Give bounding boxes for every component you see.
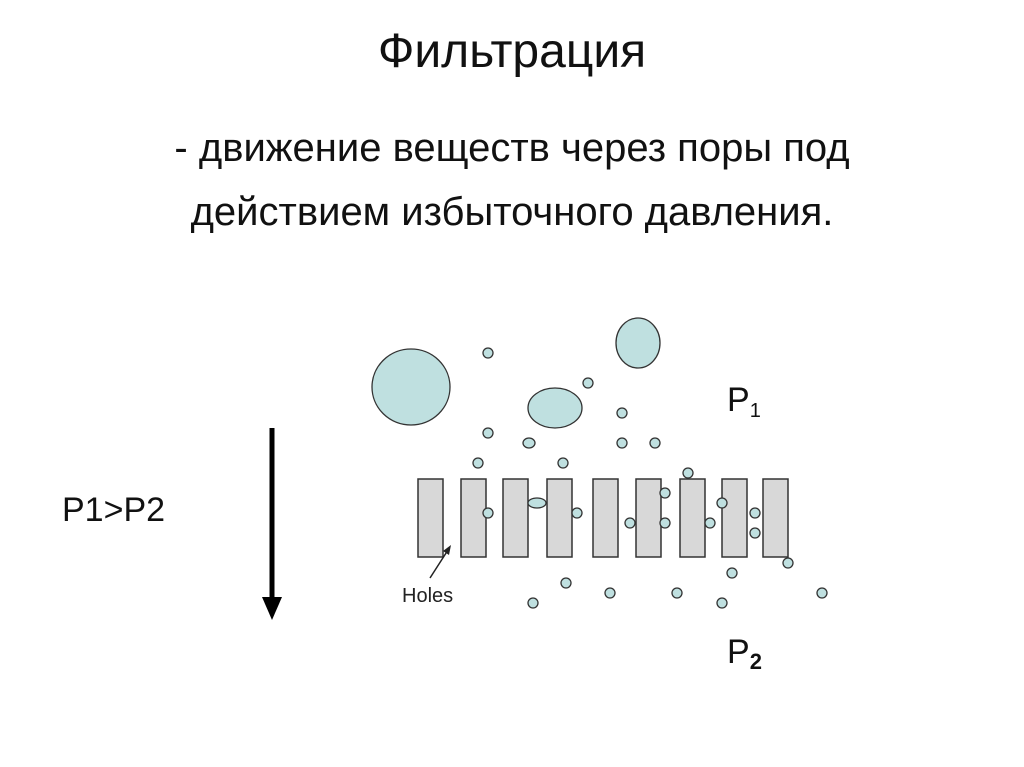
particle bbox=[782, 557, 794, 569]
membrane bbox=[417, 478, 789, 558]
particle bbox=[482, 347, 494, 359]
particle bbox=[582, 377, 594, 389]
downward-arrow-icon bbox=[262, 428, 282, 620]
membrane-bar bbox=[679, 478, 706, 558]
holes-label: Holes bbox=[402, 585, 453, 607]
particle bbox=[616, 437, 628, 449]
holes-pointer-arrowhead bbox=[443, 545, 451, 555]
p2-subscript: 2 bbox=[749, 649, 762, 674]
pressure-comparison: P1>P2 bbox=[62, 491, 166, 529]
particle bbox=[522, 437, 536, 449]
slide-title: Фильтрация bbox=[377, 25, 647, 78]
membrane-bar bbox=[762, 478, 789, 558]
membrane-bar bbox=[592, 478, 619, 558]
holes-pointer: Holes bbox=[402, 545, 453, 607]
membrane-bar bbox=[546, 478, 573, 558]
pressure-p1-label: P1 bbox=[727, 380, 761, 431]
p2-base: P bbox=[727, 633, 750, 671]
membrane-bar bbox=[460, 478, 487, 558]
particle bbox=[482, 427, 494, 439]
particle bbox=[816, 587, 828, 599]
particle bbox=[682, 467, 694, 479]
particle bbox=[527, 497, 547, 509]
particle bbox=[527, 387, 583, 429]
particle bbox=[749, 527, 761, 539]
particle bbox=[716, 497, 728, 509]
particle bbox=[649, 437, 661, 449]
particle bbox=[716, 597, 728, 609]
particle bbox=[615, 317, 661, 369]
particles bbox=[371, 317, 828, 609]
membrane-bar bbox=[417, 478, 444, 558]
membrane-bar bbox=[635, 478, 662, 558]
membrane-bar bbox=[502, 478, 529, 558]
membrane-bar bbox=[721, 478, 748, 558]
definition-line-2: действием избыточного давления. bbox=[190, 190, 834, 234]
p1-subscript: 1 bbox=[749, 400, 761, 422]
particle bbox=[472, 457, 484, 469]
particle bbox=[604, 587, 616, 599]
holes-pointer-line bbox=[429, 549, 449, 579]
particle bbox=[659, 517, 671, 529]
particle bbox=[482, 507, 494, 519]
particle bbox=[749, 507, 761, 519]
particle bbox=[671, 587, 683, 599]
particle bbox=[704, 517, 716, 529]
p1-base: P bbox=[727, 381, 750, 419]
particle bbox=[557, 457, 569, 469]
particle bbox=[726, 567, 738, 579]
particle bbox=[616, 407, 628, 419]
particle bbox=[624, 517, 636, 529]
particle bbox=[560, 577, 572, 589]
particle bbox=[371, 348, 451, 426]
particle bbox=[571, 507, 583, 519]
pressure-p2-label: P2 bbox=[727, 632, 762, 682]
arrow-head bbox=[262, 597, 282, 620]
particle bbox=[527, 597, 539, 609]
definition-line-1: - движение веществ через поры под bbox=[174, 126, 850, 170]
particle bbox=[659, 487, 671, 499]
definition-text: - движение веществ через поры под действ… bbox=[100, 116, 924, 244]
